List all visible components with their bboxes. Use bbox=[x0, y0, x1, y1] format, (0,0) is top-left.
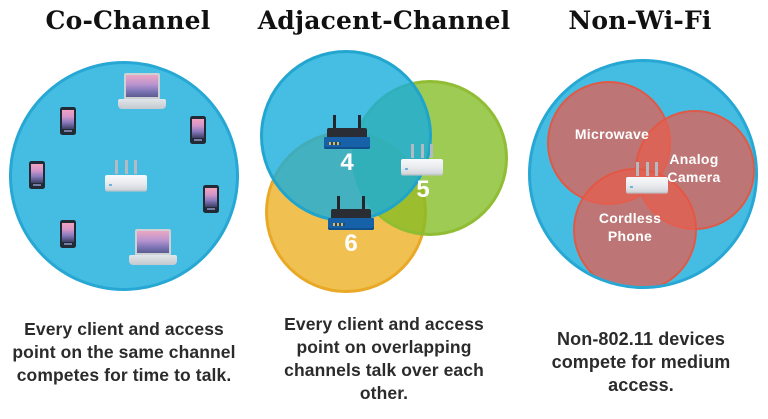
microwave-label: Microwave bbox=[574, 126, 650, 142]
laptop-screen bbox=[124, 73, 160, 99]
non-wifi-caption: Non-802.11 devices compete for medium ac… bbox=[551, 329, 731, 395]
section-co-channel: Co-Channel Every client and access point… bbox=[0, 0, 256, 419]
channel-4-number: 4 bbox=[340, 149, 354, 176]
adjacent-channel-caption: Every client and access point on overlap… bbox=[284, 314, 484, 403]
section-adjacent-channel: Adjacent-Channel 4 5 6 Every client and … bbox=[256, 0, 512, 419]
co-channel-title: Co-Channel bbox=[45, 6, 211, 35]
adjacent-channel-title: Adjacent-Channel bbox=[257, 6, 511, 35]
section-non-wifi: Non-Wi-Fi Microwave Analog Camera Cordle… bbox=[512, 0, 768, 419]
access-point-icon bbox=[105, 160, 147, 190]
phone-icon bbox=[203, 185, 219, 213]
phone-icon bbox=[190, 116, 206, 144]
laptop-icon bbox=[129, 229, 177, 265]
channel-6-number: 6 bbox=[344, 230, 358, 257]
phone-icon bbox=[29, 161, 45, 189]
wifi-coverage-circle: Microwave Analog Camera Cordless Phone bbox=[528, 59, 758, 289]
cordless-phone-label: Cordless Phone bbox=[598, 210, 662, 244]
analog-camera-label: Analog Camera bbox=[667, 151, 721, 185]
laptop-icon bbox=[118, 73, 166, 109]
router-channel-5-icon bbox=[401, 144, 443, 174]
access-point-icon bbox=[626, 162, 668, 192]
co-channel-caption: Every client and access point on the sam… bbox=[12, 319, 236, 385]
phone-icon bbox=[60, 107, 76, 135]
non-wifi-title: Non-Wi-Fi bbox=[568, 6, 712, 35]
router-channel-6-icon bbox=[328, 196, 374, 230]
channel-5-number: 5 bbox=[416, 176, 430, 203]
phone-icon bbox=[60, 220, 76, 248]
co-channel-coverage-circle bbox=[9, 61, 239, 291]
router-channel-4-icon bbox=[324, 115, 370, 149]
laptop-screen bbox=[135, 229, 171, 255]
